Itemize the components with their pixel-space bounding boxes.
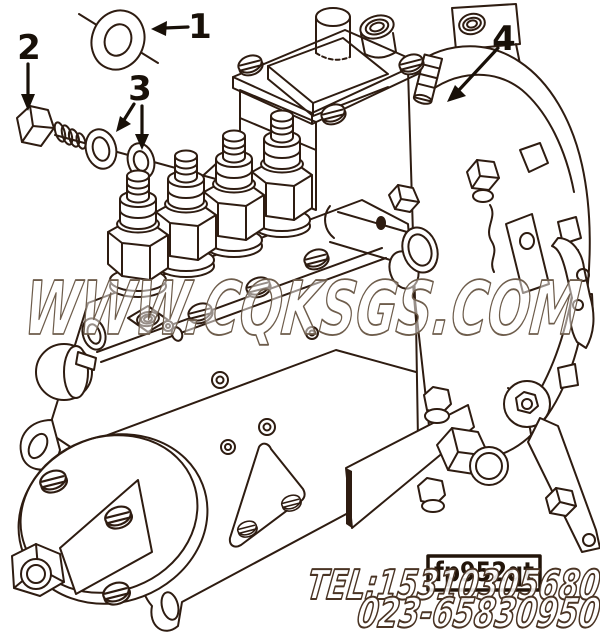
afc-cylinder xyxy=(315,7,351,61)
levers xyxy=(503,213,600,553)
hex-bolt-part xyxy=(16,105,87,150)
callout-label-1: 1 xyxy=(188,7,212,47)
watermark-text: WWW.CQKSGS.COM xyxy=(21,266,585,352)
ribbed-fitting xyxy=(412,53,444,105)
callout-label-2: 2 xyxy=(17,28,41,68)
contact-block: TEL:15310305680 023-65830950 xyxy=(303,560,600,633)
front-cover xyxy=(11,433,209,609)
callout-label-4: 4 xyxy=(492,19,516,59)
watermark: WWW.CQKSGS.COM xyxy=(20,265,586,353)
contact-phone-text: 023-65830950 xyxy=(354,589,600,633)
gear-housing xyxy=(407,3,594,459)
callout-4: 4 xyxy=(447,19,516,102)
housing-hex-bolt xyxy=(466,159,500,203)
arrow-2-head xyxy=(21,94,35,111)
callout-1: 1 xyxy=(151,7,212,47)
shaft-nut xyxy=(11,543,65,597)
shutoff-solenoid xyxy=(324,184,439,290)
seal-washer-part xyxy=(90,9,146,71)
part-code-box: fp952qt xyxy=(426,554,542,592)
callout-3: 3 xyxy=(116,69,152,150)
threaded-port xyxy=(359,14,397,59)
arrow-1-head xyxy=(151,21,167,36)
arrow-3a-head xyxy=(116,116,131,132)
arrow-4-head xyxy=(447,85,466,102)
left-plugs xyxy=(35,305,184,401)
contact-tel-text: TEL:15310305680 xyxy=(304,561,600,609)
triangular-cover xyxy=(228,442,306,548)
afc-cover xyxy=(232,7,444,129)
washers-pair-part xyxy=(84,128,156,180)
callout-2: 2 xyxy=(17,28,41,111)
arrow-3b-head xyxy=(135,134,149,150)
callout-label-3: 3 xyxy=(128,69,152,109)
part-code-text: fp952qt xyxy=(434,557,534,588)
mount-plate-and-bolts xyxy=(345,386,509,529)
